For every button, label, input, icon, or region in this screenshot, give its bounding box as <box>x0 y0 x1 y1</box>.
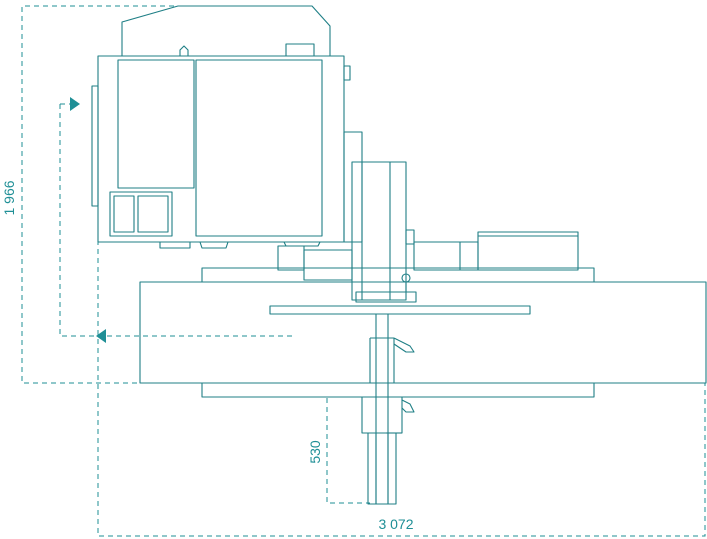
machine-cabinet <box>91 5 363 249</box>
width-dimension-line <box>97 240 706 537</box>
dimension-lines <box>21 5 706 537</box>
width-dimension-label: 3 072 <box>378 516 413 532</box>
arrow-right-icon <box>70 97 80 111</box>
feed-column <box>361 313 415 505</box>
slider-column <box>351 161 417 303</box>
arrow-left-icon <box>96 329 106 343</box>
depth-dimension-label: 530 <box>307 440 323 464</box>
movement-path-line <box>59 104 292 337</box>
depth-dimension-line <box>326 398 370 504</box>
height-dimension-label: 1 966 <box>1 180 17 215</box>
right-carriage <box>277 231 579 281</box>
main-table <box>139 267 707 398</box>
height-dimension-line <box>21 5 228 384</box>
